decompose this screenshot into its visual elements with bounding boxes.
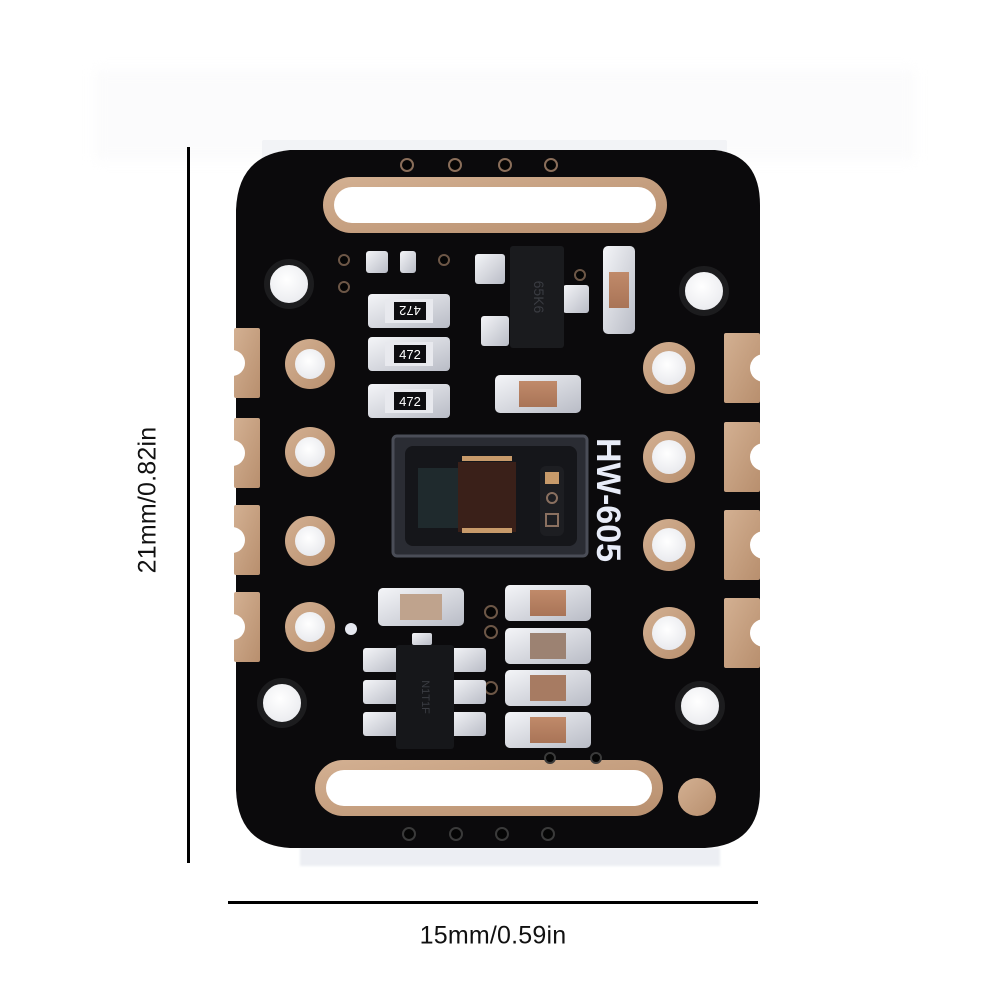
- edge-pads-left: [219, 328, 260, 662]
- svg-text:N1T1F: N1T1F: [419, 680, 431, 714]
- capacitor-c2: [495, 375, 581, 413]
- svg-text:472: 472: [399, 347, 421, 362]
- smd-pads-small: [366, 251, 416, 273]
- through-holes-right: [643, 342, 695, 659]
- strap-slot-top: [323, 177, 667, 233]
- mounting-tape-bottom: [300, 848, 720, 866]
- optical-sensor: [391, 434, 589, 558]
- width-dimension-line: [228, 901, 758, 904]
- resistor-r3: 472: [368, 384, 450, 418]
- capacitor-c3: [378, 588, 464, 626]
- svg-text:472: 472: [399, 394, 421, 409]
- vias-top: [400, 158, 558, 172]
- width-dimension-label: 15mm/0.59in: [419, 921, 567, 950]
- transistor-65k6: 65K6: [475, 246, 589, 348]
- vias-bottom: [402, 752, 602, 841]
- through-holes-left: [285, 339, 335, 652]
- svg-text:472: 472: [399, 303, 421, 318]
- height-dimension-line: [187, 147, 190, 863]
- capacitor-c1: [603, 246, 635, 334]
- pin1-marker: [345, 623, 357, 635]
- mounting-holes: [257, 259, 729, 731]
- resistor-r1: 472: [368, 294, 450, 328]
- vias-misc: [338, 254, 586, 695]
- capacitor-column: [505, 585, 591, 748]
- strap-slot-bottom: [315, 760, 663, 816]
- silkscreen-label: HW-605: [589, 438, 627, 562]
- ic-sot23-6: N1T1F: [363, 633, 486, 749]
- test-pad: [678, 778, 716, 816]
- resistor-r2: 472: [368, 337, 450, 371]
- svg-text:65K6: 65K6: [531, 281, 547, 314]
- height-dimension-label: 21mm/0.82in: [133, 426, 162, 574]
- edge-pads-right: [724, 333, 778, 668]
